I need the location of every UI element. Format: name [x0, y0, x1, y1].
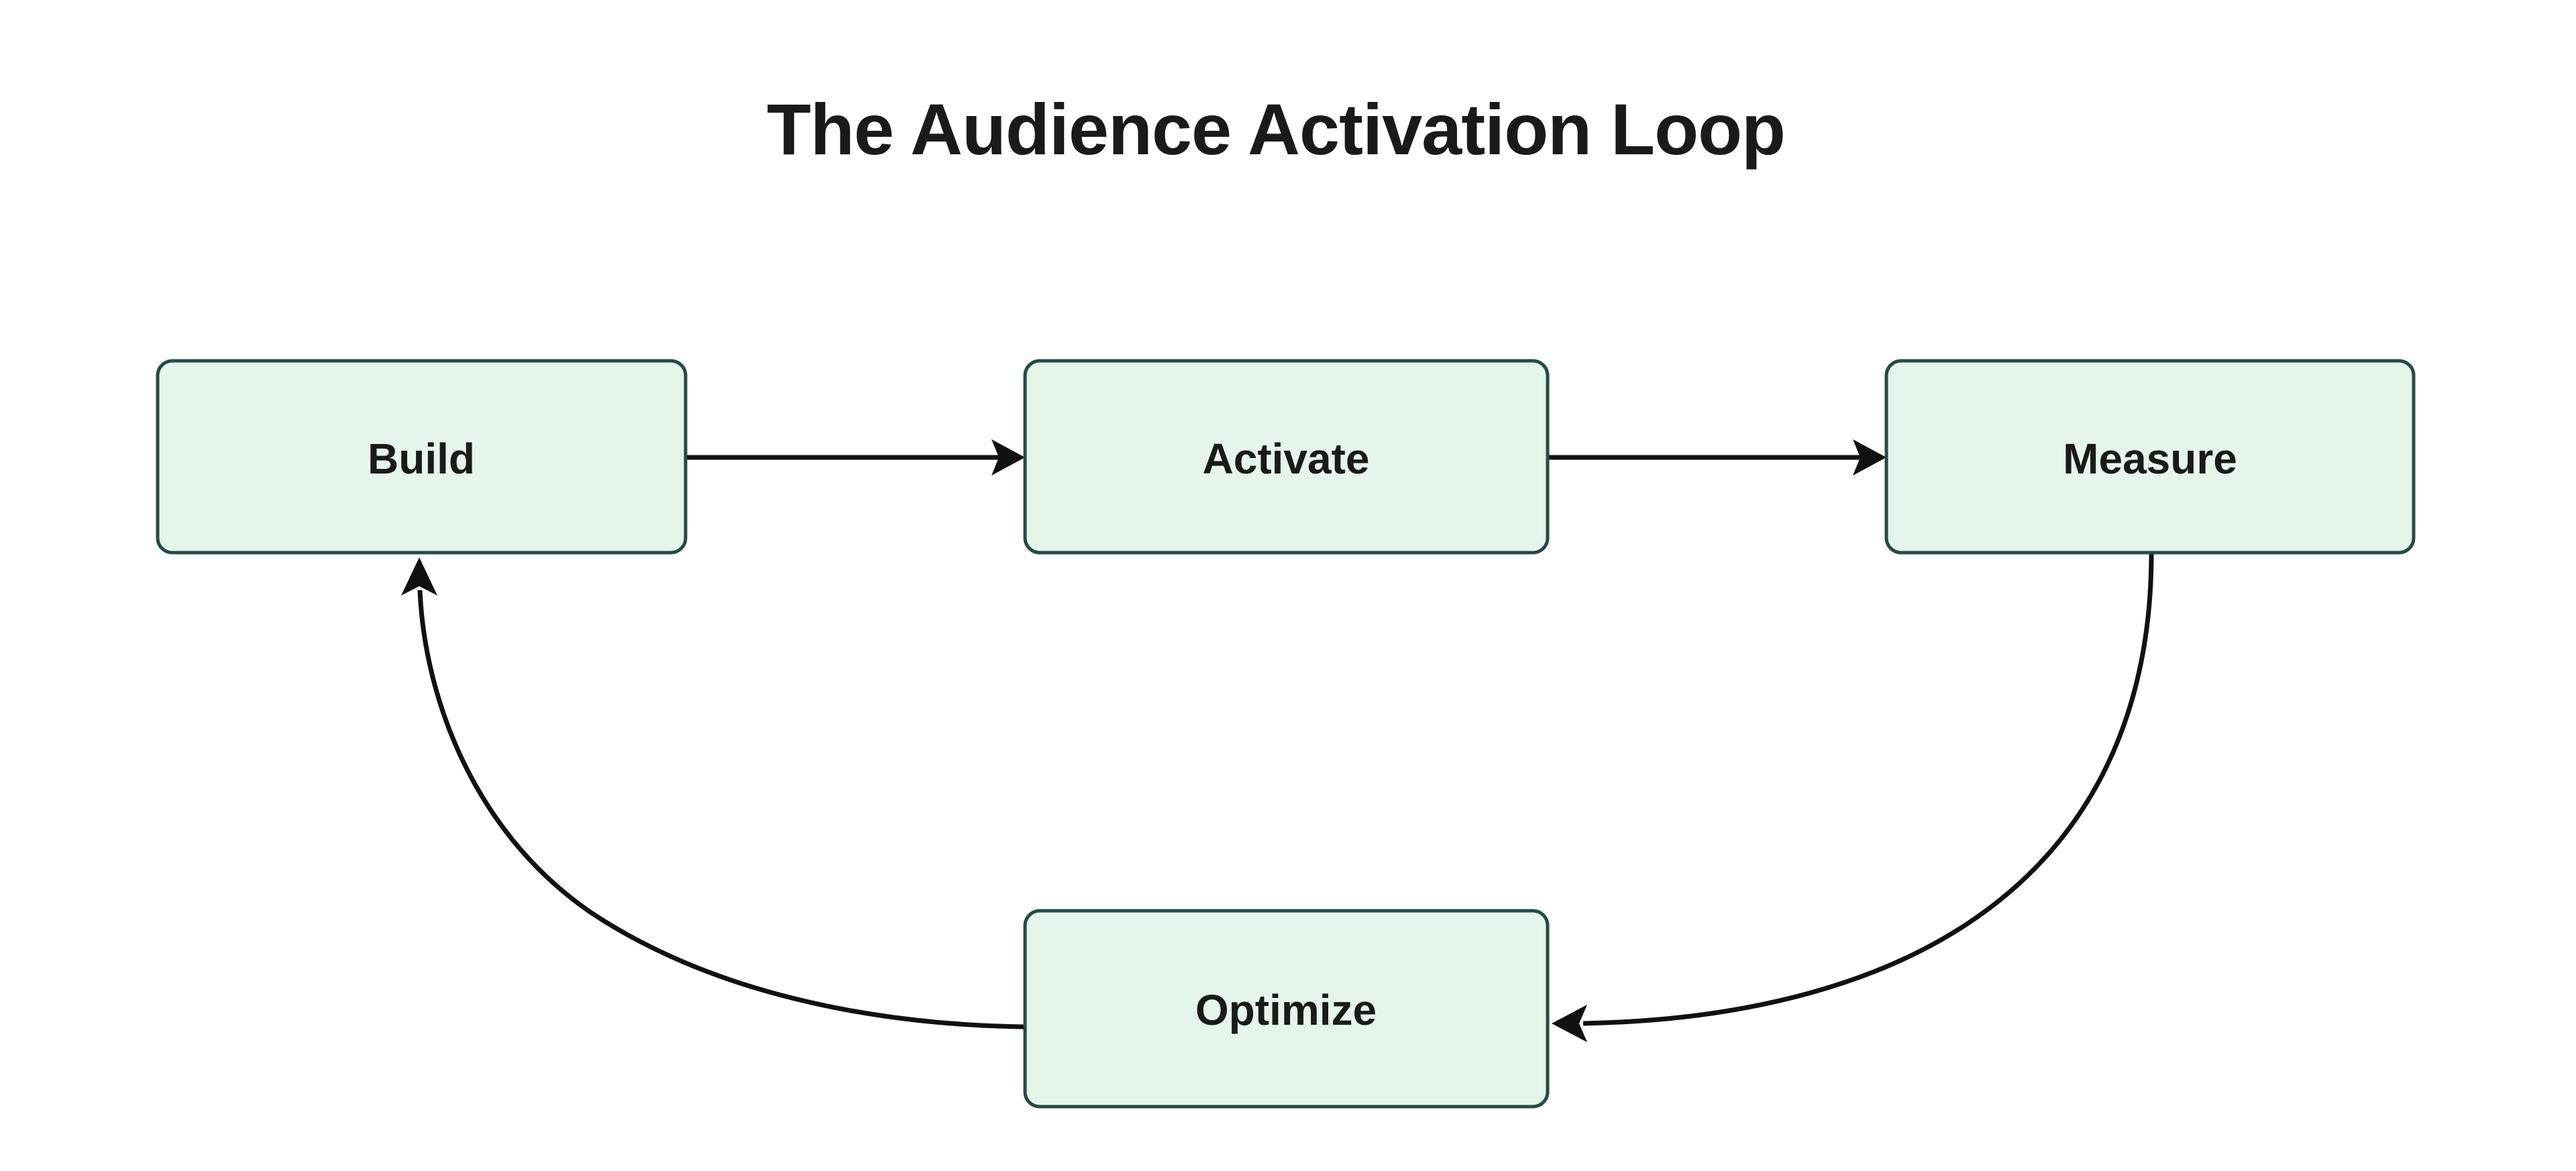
- node-measure[interactable]: Measure: [1884, 359, 2416, 555]
- node-activate[interactable]: Activate: [1023, 359, 1550, 555]
- node-optimize-shape[interactable]: [1023, 909, 1550, 1109]
- node-activate-label: Activate: [1203, 435, 1370, 483]
- node-optimize-label: Optimize: [1195, 986, 1377, 1034]
- node-optimize[interactable]: Optimize: [1023, 909, 1550, 1109]
- edge-optimize-to-build: [401, 557, 1026, 1029]
- edge-build-to-activate: [686, 439, 1025, 476]
- node-build[interactable]: Build: [156, 359, 688, 555]
- node-activate-shape[interactable]: [1023, 359, 1550, 555]
- node-build-label: Build: [368, 435, 475, 483]
- node-measure-shape[interactable]: [1884, 359, 2416, 555]
- node-build-shape[interactable]: [156, 359, 688, 555]
- arrowhead-icon: [1853, 439, 1886, 476]
- edge-measure-to-optimize: [1552, 553, 2154, 1042]
- edge-activate-to-measure: [1548, 439, 1886, 476]
- page-title: The Audience Activation Loop: [766, 89, 1786, 170]
- edge-curve: [417, 590, 1026, 1029]
- arrowhead-icon: [991, 439, 1025, 476]
- edge-curve: [1582, 553, 2154, 1026]
- arrowhead-icon: [1552, 1005, 1587, 1042]
- arrowhead-icon: [401, 557, 437, 596]
- node-measure-label: Measure: [2063, 435, 2237, 483]
